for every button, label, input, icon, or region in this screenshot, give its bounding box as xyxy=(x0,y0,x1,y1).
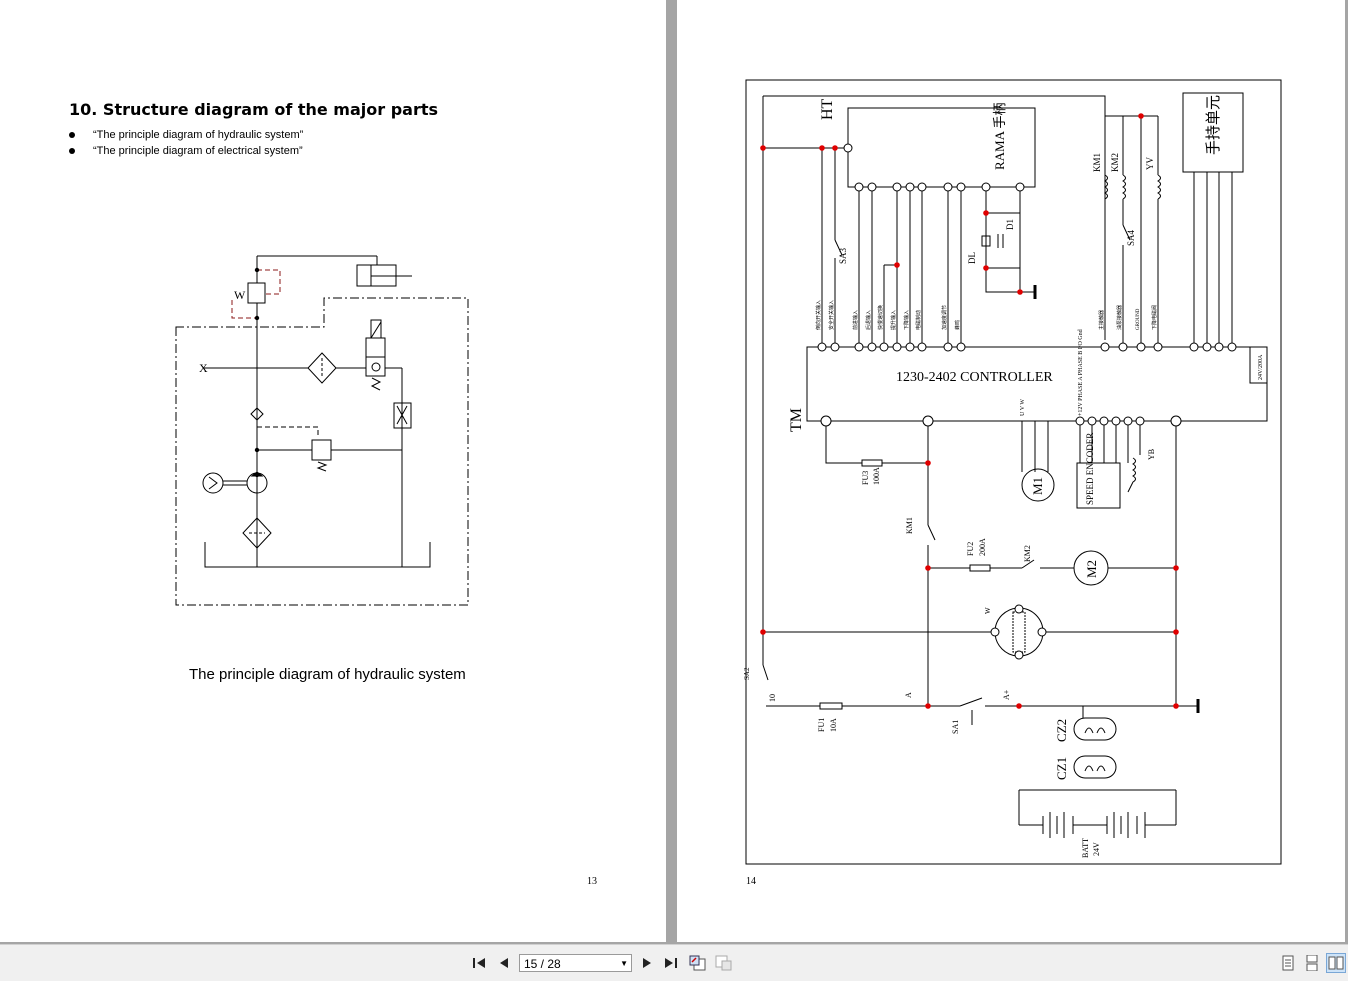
list-item: “The principle diagram of hydraulic syst… xyxy=(69,127,303,143)
hydraulic-diagram: W X xyxy=(175,255,469,606)
yb-label: YB xyxy=(1147,449,1156,460)
page-number: 14 xyxy=(746,876,756,887)
bullet-icon xyxy=(69,132,75,138)
first-page-icon xyxy=(473,958,485,968)
first-page-button[interactable] xyxy=(471,953,487,973)
pdf-page-13: 10. Structure diagram of the major parts… xyxy=(0,0,666,942)
terminal-aplus-label: A+ xyxy=(1002,689,1011,700)
pin-label: 快慢速切换 xyxy=(877,305,884,330)
pin-label: 下降输入 xyxy=(903,310,910,330)
fu1-label: FU1 xyxy=(817,718,826,732)
pdf-page-14: HT TM RAMA 手柄 手持单元 1230-2402 CONTROLLER … xyxy=(677,0,1345,942)
terminal-10-label: 10 xyxy=(768,694,777,702)
previous-page-icon xyxy=(500,958,508,968)
d1-label: D1 xyxy=(1005,219,1015,230)
km2-contact-label: KM2 xyxy=(1023,545,1032,562)
navigation-toolbar: 15 / 28 ▼ xyxy=(0,944,1348,981)
pin-label: 蜂鸣 xyxy=(954,320,961,330)
terminal-a-label: A xyxy=(904,692,913,698)
sa2-label: SA2 xyxy=(743,667,751,680)
km2-coil-label: KM2 xyxy=(1110,153,1120,172)
bullet-icon xyxy=(69,148,75,154)
cz2-label: CZ2 xyxy=(1054,719,1069,742)
motor-pin-labels: U V W xyxy=(1020,399,1026,416)
fu2-rating: 200A xyxy=(978,538,987,556)
next-page-icon xyxy=(643,958,651,968)
plug-label: X xyxy=(199,361,208,375)
battery-voltage: 24V xyxy=(1092,842,1101,856)
go-forward-button[interactable] xyxy=(714,953,734,973)
cz1-label: CZ1 xyxy=(1054,757,1069,780)
figure-caption: The principle diagram of hydraulic syste… xyxy=(189,666,466,683)
facing-pages-icon xyxy=(1328,956,1344,970)
single-page-icon xyxy=(1282,955,1294,971)
yv-coil-label: YV xyxy=(1145,157,1155,170)
handle-label: RAMA 手柄 xyxy=(992,102,1007,170)
pin-label: 电磁制动 xyxy=(915,310,922,330)
page-indicator: 15 / 28 xyxy=(524,957,561,971)
sa1-label: SA1 xyxy=(951,720,960,734)
handheld-unit-label: 手持单元 xyxy=(1205,95,1222,155)
pin-label: 倒向开关输入 xyxy=(815,300,822,330)
m2-label: M2 xyxy=(1084,560,1099,578)
fu2-label: FU2 xyxy=(966,542,975,556)
controller-side-label: 24V/200A xyxy=(1258,354,1264,380)
tm-label: TM xyxy=(788,408,805,432)
controller-label: 1230-2402 CONTROLLER xyxy=(896,370,1053,385)
sa3-label: SA3 xyxy=(838,247,848,264)
pin-label: 油泵接触器 xyxy=(1116,305,1123,330)
single-page-view-button[interactable] xyxy=(1280,953,1296,973)
list-item: “The principle diagram of electrical sys… xyxy=(69,143,303,159)
continuous-page-icon xyxy=(1306,955,1318,971)
pin-label: 前进输入 xyxy=(852,310,859,330)
pin-label: 提升输入 xyxy=(890,310,897,330)
pin-label: GROUND xyxy=(1136,308,1141,330)
w-label: W xyxy=(984,607,992,614)
section-heading: 10. Structure diagram of the major parts xyxy=(69,100,439,119)
go-back-button[interactable] xyxy=(688,953,708,973)
km1-contact-label: KM1 xyxy=(905,517,914,534)
go-forward-icon xyxy=(715,955,732,971)
pin-label: 安全开关输入 xyxy=(828,300,835,330)
next-page-button[interactable] xyxy=(640,953,654,973)
fu3-label: FU3 xyxy=(861,471,870,485)
facing-view-button[interactable] xyxy=(1326,953,1346,973)
go-back-icon xyxy=(689,955,706,971)
speed-encoder-label: SPEED ENCODER xyxy=(1085,433,1095,505)
last-page-icon xyxy=(665,958,677,968)
fu1-rating: 10A xyxy=(829,718,838,732)
last-page-button[interactable] xyxy=(663,953,679,973)
spring-weight-label: W xyxy=(234,288,246,302)
dl-label: DL xyxy=(967,252,977,264)
pin-label: 下降电磁阀 xyxy=(1151,305,1158,330)
list-item-text: “The principle diagram of hydraulic syst… xyxy=(93,129,304,141)
diagram-list: “The principle diagram of hydraulic syst… xyxy=(69,127,303,159)
m1-label: M1 xyxy=(1030,477,1045,495)
fu3-rating: 100A xyxy=(872,467,881,485)
km1-coil-label: KM1 xyxy=(1092,153,1102,172)
pin-label: 主接触器 xyxy=(1098,310,1105,330)
electrical-schematic: HT TM RAMA 手柄 手持单元 1230-2402 CONTROLLER … xyxy=(743,79,1282,865)
battery-label: BATT xyxy=(1081,838,1090,858)
sa4-label: SA4 xyxy=(1126,229,1136,246)
page-number: 13 xyxy=(587,876,597,887)
chevron-down-icon: ▼ xyxy=(620,959,628,968)
continuous-view-button[interactable] xyxy=(1304,953,1320,973)
ht-label: HT xyxy=(819,98,836,120)
page-number-select[interactable]: 15 / 28 ▼ xyxy=(519,954,632,972)
encoder-pin-labels: +12V PHASE A PHASE B I/O Gnd xyxy=(1078,329,1084,416)
list-item-text: “The principle diagram of electrical sys… xyxy=(93,145,303,157)
pin-label: 后退输入 xyxy=(865,310,872,330)
previous-page-button[interactable] xyxy=(497,953,511,973)
pin-label: 加速度调节 xyxy=(941,305,948,330)
